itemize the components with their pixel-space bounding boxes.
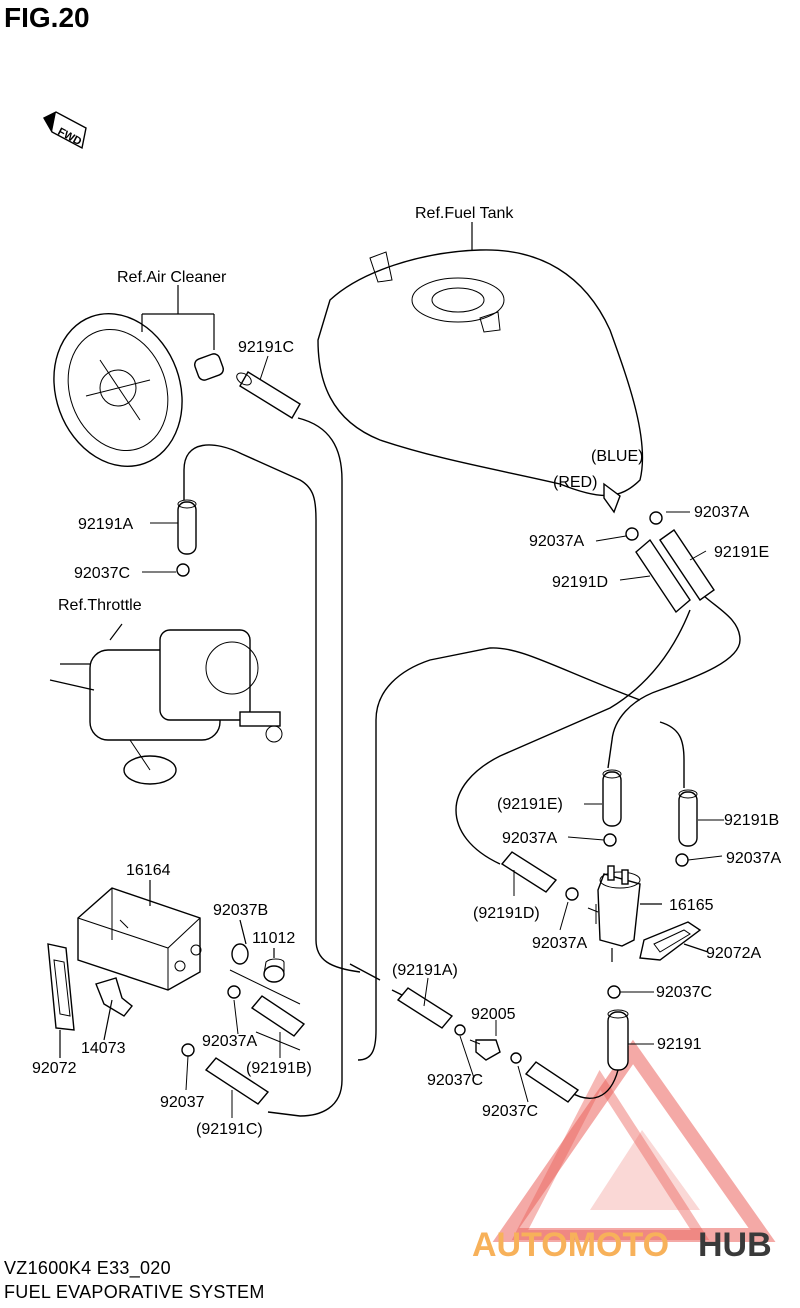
label-11012: 11012 — [252, 930, 295, 947]
label-92191a: 92191A — [78, 516, 133, 533]
label-92037a-r2: 92037A — [529, 533, 584, 550]
label-92037b: 92037B — [213, 902, 268, 919]
label-92191b-paren: (92191B) — [246, 1060, 312, 1077]
tube-92191d-top — [635, 538, 691, 614]
ref-throttle-label: Ref.Throttle — [58, 597, 142, 614]
blue-hose-label: (BLUE) — [591, 448, 643, 465]
canister-16164 — [77, 880, 202, 991]
figure-caption: FUEL EVAPORATIVE SYSTEM — [4, 1282, 265, 1302]
label-92191d-paren: (92191D) — [473, 905, 540, 922]
red-hose-label: (RED) — [553, 474, 597, 491]
tube-92191e-top — [659, 529, 715, 601]
label-92191c-paren: (92191C) — [196, 1121, 263, 1138]
label-92191d: 92191D — [552, 574, 608, 591]
label-92037c-right: 92037C — [656, 984, 712, 1001]
tube-92191d-paren — [500, 851, 558, 893]
label-92191e: 92191E — [714, 544, 769, 561]
tube-bottom-right — [524, 1061, 580, 1103]
tube-92191c-bottom — [204, 1057, 270, 1105]
leader-lines — [142, 355, 724, 1118]
watermark-text-b: HUB — [698, 1226, 772, 1264]
label-92037c-a: 92037C — [427, 1072, 483, 1089]
bracket-92072 — [47, 943, 75, 1058]
tube-92191b — [678, 789, 698, 847]
label-92037a-low: 92037A — [532, 935, 587, 952]
clamp-92037b — [231, 919, 249, 965]
fwd-arrow-icon: FWD — [43, 111, 87, 150]
cap-11012 — [263, 948, 285, 983]
label-92037: 92037 — [160, 1094, 205, 1111]
tube-92191b-paren — [250, 995, 306, 1037]
label-92037c-left: 92037C — [74, 565, 130, 582]
tube-92191a-paren — [396, 987, 454, 1029]
label-92191a-paren: (92191A) — [392, 962, 458, 979]
watermark-logo — [492, 1039, 776, 1242]
pump-16165 — [587, 865, 662, 962]
tube-92191c-top — [236, 371, 301, 419]
fuel-tank — [317, 222, 644, 514]
label-92072: 92072 — [32, 1060, 77, 1077]
label-92191: 92191 — [657, 1036, 702, 1053]
part-14073 — [95, 977, 133, 1041]
tube-92191a — [177, 499, 197, 555]
label-92037a-r1: 92037A — [694, 504, 749, 521]
label-92072a: 92072A — [706, 945, 761, 962]
figure-title: FIG.20 — [4, 2, 90, 33]
label-16165: 16165 — [669, 897, 714, 914]
label-92037a-can: 92037A — [202, 1033, 257, 1050]
model-code: VZ1600K4 E33_020 — [4, 1258, 171, 1278]
label-92005: 92005 — [471, 1006, 516, 1023]
throttle-body — [49, 623, 283, 785]
label-92037a-mid: 92037A — [502, 830, 557, 847]
label-92191b: 92191B — [724, 812, 779, 829]
tube-92191e-paren — [602, 769, 622, 827]
label-14073: 14073 — [81, 1040, 126, 1057]
hose-routes — [183, 417, 741, 1117]
label-92191e-paren: (92191E) — [497, 796, 563, 813]
label-92037a-right: 92037A — [726, 850, 781, 867]
label-16164: 16164 — [126, 862, 171, 879]
watermark-text-a: AUTOMOTO — [472, 1226, 669, 1264]
air-cleaner-assembly — [53, 285, 224, 468]
ref-fuel-tank-label: Ref.Fuel Tank — [415, 205, 514, 222]
label-92191c: 92191C — [238, 339, 294, 356]
valve-92005 — [469, 1020, 501, 1061]
tube-92191-bottom — [607, 1009, 629, 1071]
bracket-92072a — [639, 921, 709, 961]
ref-air-cleaner-label: Ref.Air Cleaner — [117, 269, 227, 286]
label-92037c-b: 92037C — [482, 1103, 538, 1120]
